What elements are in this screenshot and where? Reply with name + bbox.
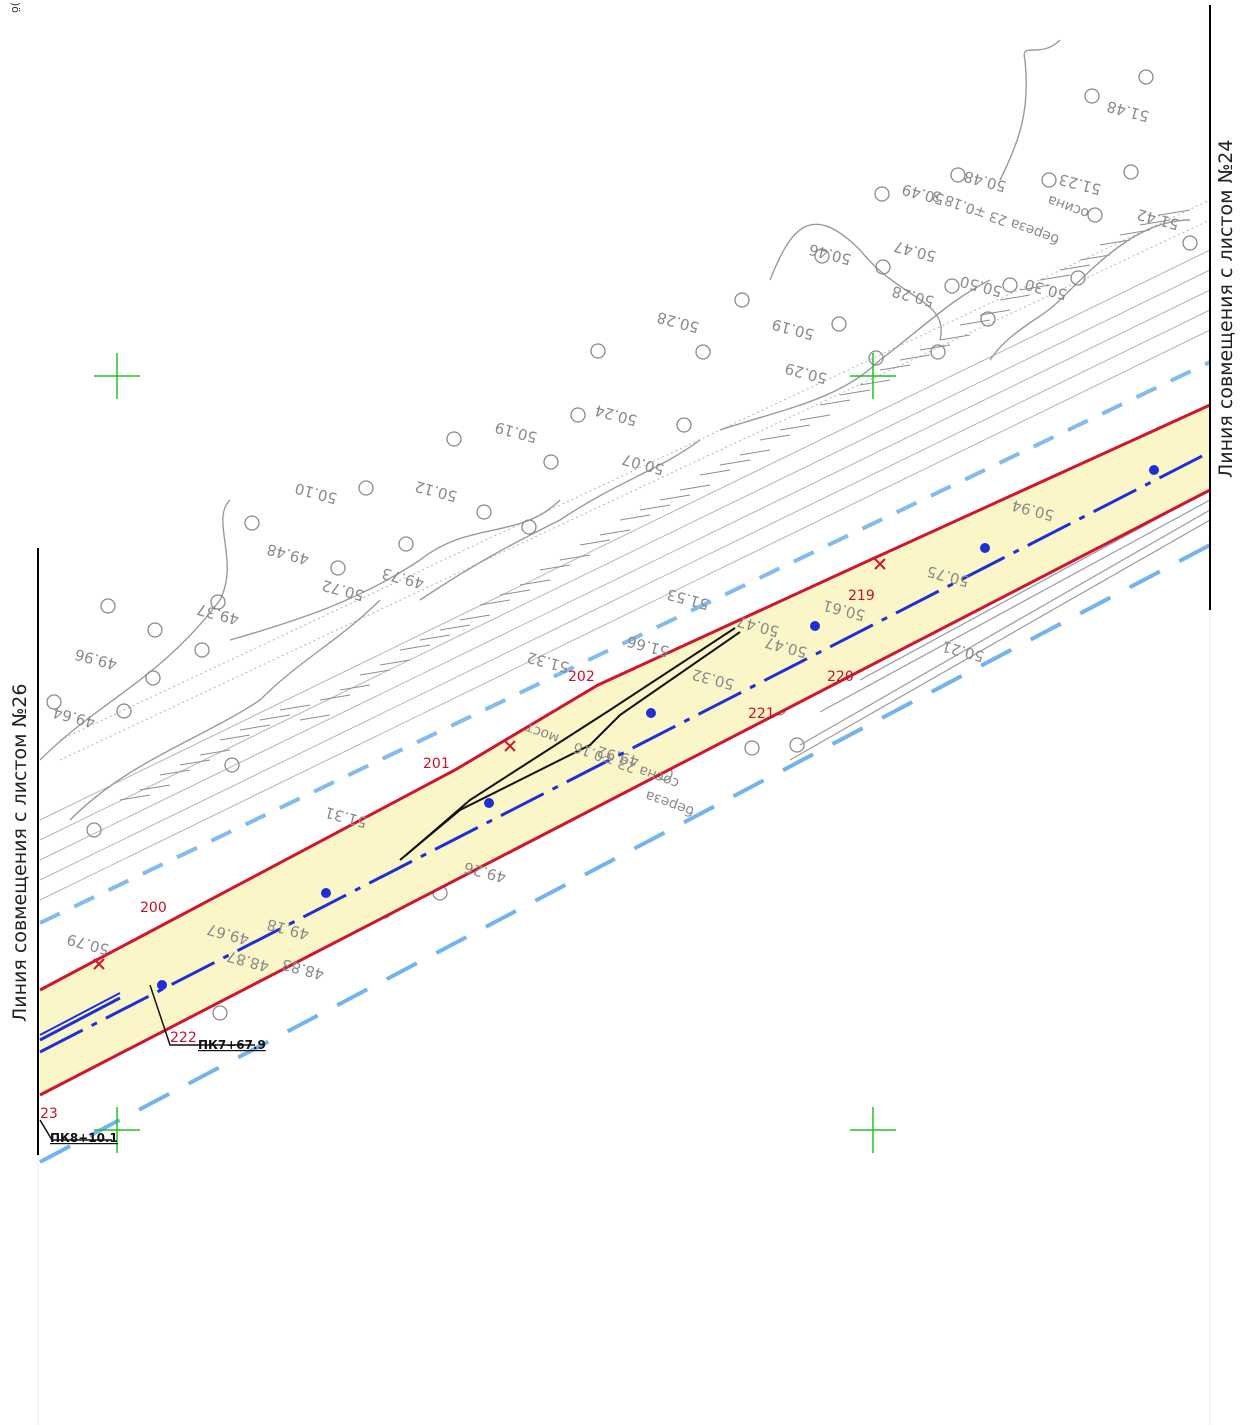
elevation-label: 50.46 xyxy=(807,240,853,269)
elevation-label: 50.24 xyxy=(593,401,639,430)
annotation: осина xyxy=(1045,192,1091,222)
corner-mark: )ö xyxy=(9,2,22,13)
point-number: 222 xyxy=(170,1030,197,1046)
point-number: 23 xyxy=(40,1106,58,1122)
point-number-labels: 200 201 202 219 220 221 222 23 xyxy=(40,588,875,1122)
elevation-label: 51.23 xyxy=(1057,170,1103,199)
annotation: береза xyxy=(643,787,696,819)
elevation-label: 51.42 xyxy=(1135,205,1181,234)
point-number: 220 xyxy=(827,669,854,685)
point-number: 202 xyxy=(568,669,595,685)
station-labels: ПК7+67.9 ПК8+10.1 xyxy=(50,1038,266,1145)
elevation-label: 51.53 xyxy=(665,585,711,614)
elevation-label: 50.12 xyxy=(413,477,459,506)
bridge-lines xyxy=(399,627,741,861)
grid-crosses xyxy=(94,353,896,1153)
elevation-label: 50.29 xyxy=(783,359,829,388)
annotation: береза 2З ∓0.18 З xyxy=(930,186,1061,247)
elevation-label: 51.31 xyxy=(323,803,369,832)
elevation-label: 50.72 xyxy=(320,576,366,605)
elevation-label: 50.50 xyxy=(958,272,1004,301)
station-leaders xyxy=(39,984,255,1141)
elevation-label: 50.10 xyxy=(293,479,339,508)
elevation-label: 49.48 xyxy=(265,540,311,569)
right-of-way-boundary xyxy=(39,403,1211,1097)
elevation-label: 51.48 xyxy=(1105,97,1151,126)
elevation-label: 50.19 xyxy=(493,418,539,447)
point-number: 219 xyxy=(848,588,875,604)
left-match-label: Линия совмещения с листом №26 xyxy=(9,684,31,1022)
station-label: ПК8+10.1 xyxy=(50,1131,118,1145)
centerline xyxy=(39,450,1211,1054)
terrain-short-hatch xyxy=(119,209,1191,801)
terrain-hatching xyxy=(39,199,1211,901)
elevation-label: 50.19 xyxy=(770,315,816,344)
point-x-marks xyxy=(93,558,886,970)
corridor-fill xyxy=(40,405,1210,1095)
point-number: 221 xyxy=(748,706,775,722)
elevation-label: 51.66 xyxy=(625,632,671,661)
point-number: 201 xyxy=(423,756,450,772)
utility-dashed-lines xyxy=(39,360,1211,1164)
station-label: ПК7+67.9 xyxy=(198,1038,266,1052)
elevation-label: 50.28 xyxy=(655,308,701,337)
elevation-label: 49.64 xyxy=(51,703,97,732)
elevation-label: 49.37 xyxy=(195,600,241,629)
centerline-markers xyxy=(157,465,1159,990)
right-match-label: Линия совмещения с листом №24 xyxy=(1215,140,1237,478)
elevation-label: 50.28 xyxy=(890,282,936,311)
elevation-label: 50.47 xyxy=(892,237,938,266)
elevation-label: 50.79 xyxy=(65,930,111,959)
elevation-label: 49.73 xyxy=(380,564,426,593)
elevation-label: 49.96 xyxy=(73,645,119,674)
elevation-label: 50.48 xyxy=(962,167,1008,196)
point-number: 200 xyxy=(140,900,167,916)
contour-lines xyxy=(39,39,1191,821)
